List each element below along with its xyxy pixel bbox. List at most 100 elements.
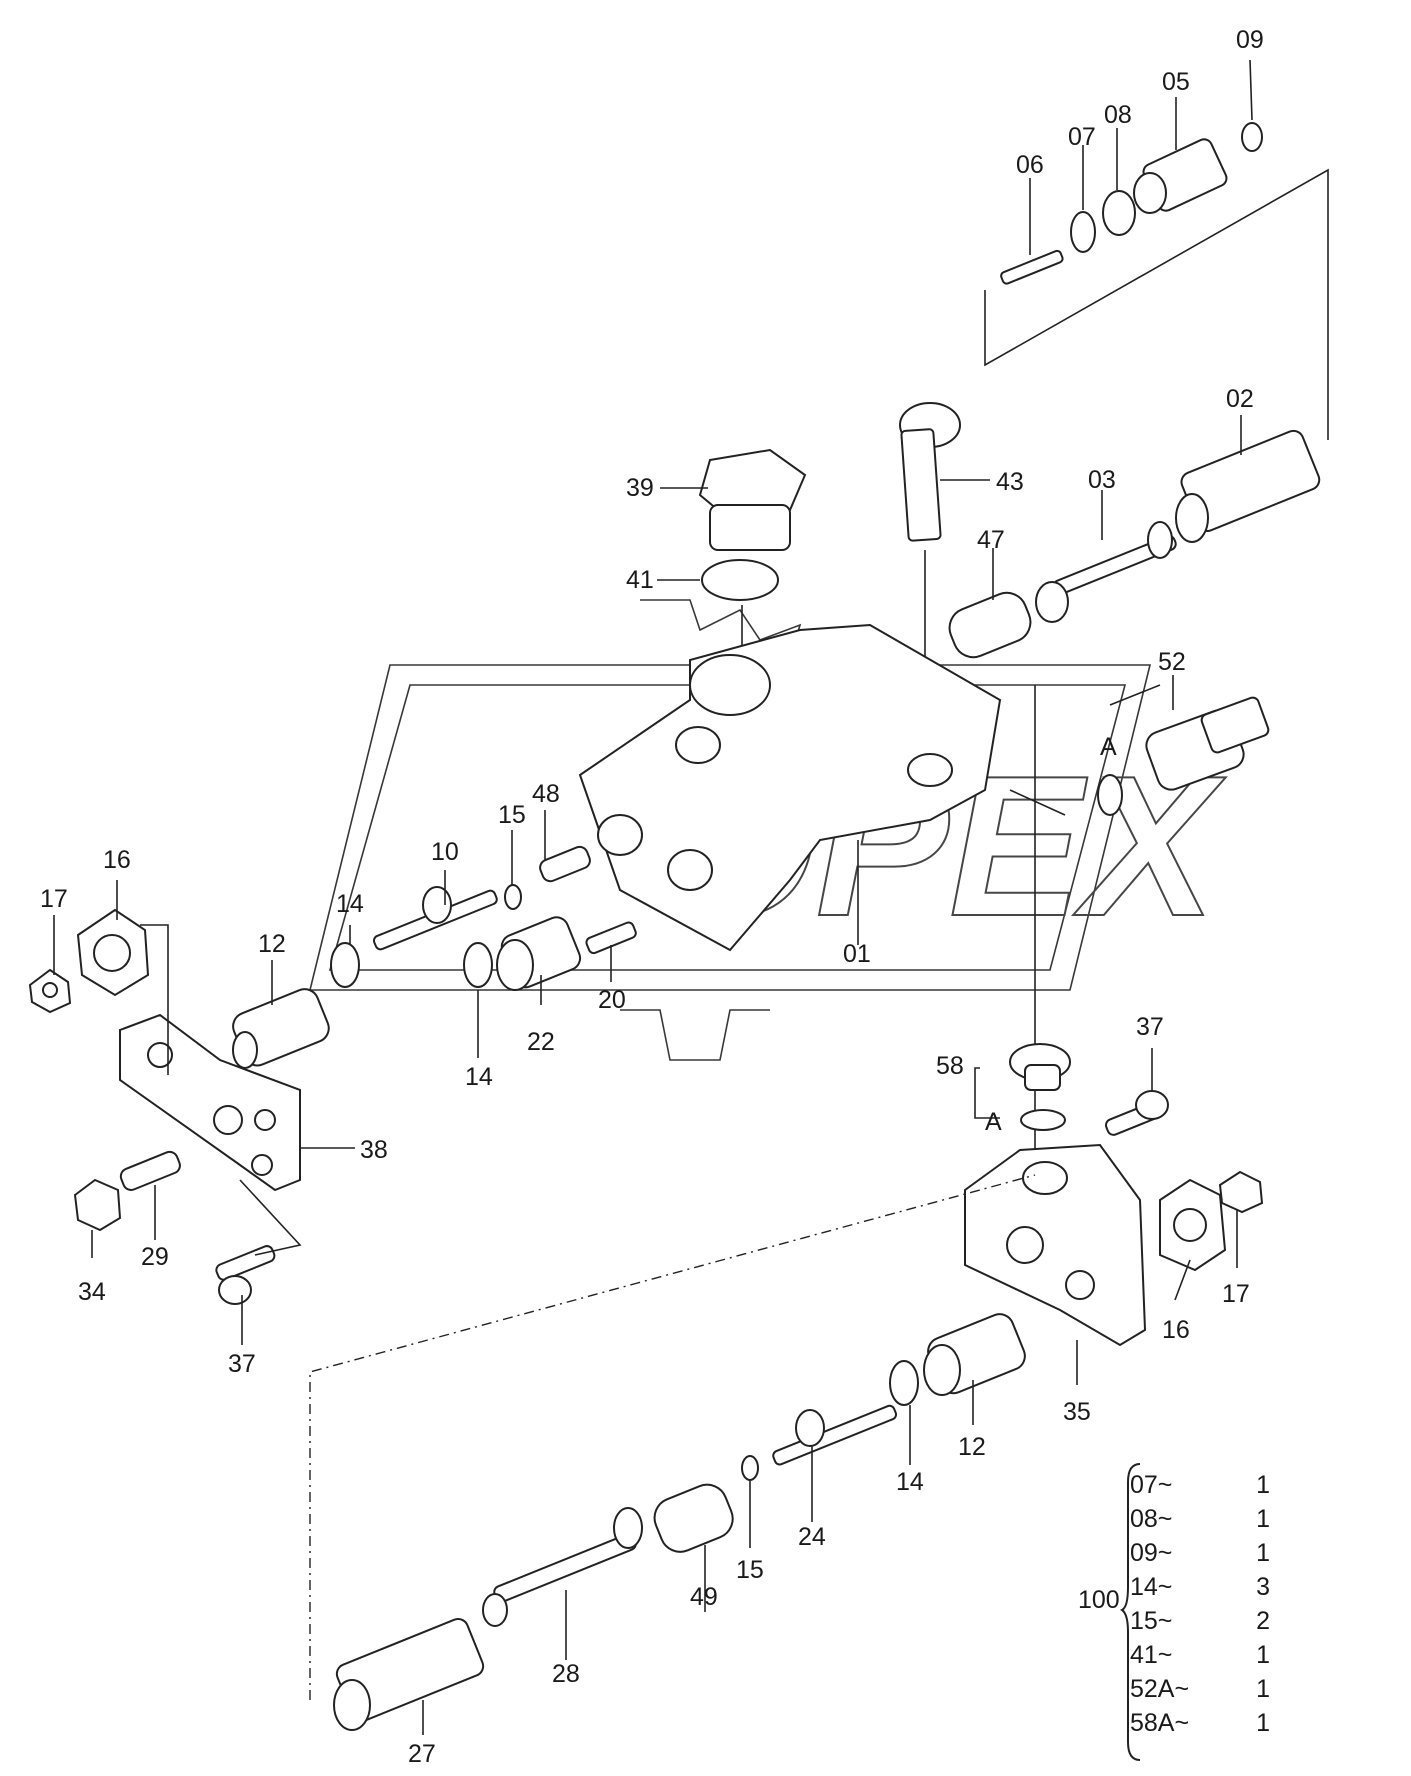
kit-item-qty: 1 [1256, 1641, 1270, 1669]
kit-item-part: 52A~ [1130, 1675, 1190, 1703]
nut-16b-shape [1159, 1178, 1227, 1272]
valve-body-01-shape [578, 623, 1002, 952]
label-part-38: 38 [360, 1136, 388, 1164]
kit-item-qty: 1 [1256, 1709, 1270, 1737]
ring-08-shape [1102, 190, 1136, 236]
nut-16a-shape [76, 908, 150, 997]
label-part-58: 58 [936, 1052, 964, 1080]
label-part-14-b: 14 [465, 1063, 493, 1091]
ring-15b-shape [741, 1455, 759, 1481]
label-part-27: 27 [408, 1740, 436, 1768]
spool-24-shape [772, 1404, 898, 1466]
plug-58-shape [1009, 1043, 1071, 1091]
kit-item-part: 15~ [1130, 1607, 1173, 1635]
kit-item-part: 41~ [1130, 1641, 1173, 1669]
pin-06-shape [1000, 249, 1064, 285]
spring-47-shape [948, 591, 1032, 659]
label-part-14-a: 14 [336, 890, 364, 918]
label-part-05: 05 [1162, 68, 1190, 96]
kit-item: 14~ 3 [1130, 1570, 1270, 1604]
ring-09-shape [1241, 122, 1263, 152]
ring-07-shape [1070, 211, 1096, 253]
label-part-39: 39 [626, 474, 654, 502]
label-part-17-b: 17 [1222, 1280, 1250, 1308]
bolt-37a-shape [215, 1245, 276, 1305]
kit-item-qty: 1 [1256, 1505, 1270, 1533]
spool-28-shape [482, 1507, 643, 1627]
label-part-24: 24 [798, 1523, 826, 1551]
sensor-52-shape [1097, 696, 1270, 816]
label-part-22: 22 [527, 1028, 555, 1056]
screw-29-shape [119, 1150, 181, 1191]
label-part-47: 47 [977, 526, 1005, 554]
sleeve-27-shape [333, 1617, 485, 1731]
label-part-08: 08 [1104, 101, 1132, 129]
label-part-41: 41 [626, 566, 654, 594]
label-part-01: 01 [843, 940, 871, 968]
label-part-16-b: 16 [1162, 1316, 1190, 1344]
nut-17b-shape [1218, 1170, 1264, 1214]
label-part-12-a: 12 [258, 930, 286, 958]
piston-22-shape [496, 916, 582, 991]
kit-item-part: 08~ [1130, 1505, 1173, 1533]
kit-item: 08~ 1 [1130, 1502, 1270, 1536]
kit-item-part: 07~ [1130, 1471, 1173, 1499]
label-part-49: 49 [690, 1583, 718, 1611]
ring-15-shape [504, 884, 522, 910]
label-part-29: 29 [141, 1243, 169, 1271]
sleeve-05-shape [1133, 138, 1228, 214]
kit-item-part: 58A~ [1130, 1709, 1190, 1737]
kit-item-part: 14~ [1130, 1573, 1173, 1601]
label-part-43: 43 [996, 468, 1024, 496]
nut-34-shape [73, 1178, 122, 1232]
kit-code: 100 [1078, 1586, 1120, 1614]
cover-35-shape [964, 1143, 1147, 1347]
kit-item: 07~ 1 [1130, 1468, 1270, 1502]
guide-line-52 [1009, 684, 1161, 1175]
label-part-28: 28 [552, 1660, 580, 1688]
label-part-06: 06 [1016, 151, 1044, 179]
label-part-48: 48 [532, 780, 560, 808]
guide-line-top [984, 168, 1329, 440]
plug-39-shape [698, 448, 807, 551]
oring-58a-shape [1020, 1109, 1066, 1131]
leader-lines [53, 59, 1253, 1735]
piston-20-shape [585, 921, 637, 955]
spool-10-shape [373, 886, 498, 951]
sleeve-02-shape [1175, 429, 1321, 543]
label-part-37-a: 37 [228, 1350, 256, 1378]
label-part-15-a: 15 [498, 801, 526, 829]
kit-item-qty: 3 [1256, 1573, 1270, 1601]
kit-item: 15~ 2 [1130, 1604, 1270, 1638]
cover-38-shape [119, 1013, 301, 1192]
kit-item-qty: 1 [1256, 1471, 1270, 1499]
label-part-03: 03 [1088, 466, 1116, 494]
kit-item: 09~1 [1130, 1536, 1270, 1570]
kit-brace [1120, 1463, 1141, 1761]
spring-49-shape [653, 1483, 734, 1553]
kit-item-qty: 2 [1256, 1607, 1270, 1635]
label-part-17-a: 17 [40, 885, 68, 913]
bolt-37b-shape [1104, 1090, 1169, 1136]
label-part-20: 20 [598, 986, 626, 1014]
spring-48-shape [539, 845, 591, 883]
oring-41-shape [701, 559, 779, 601]
label-part-15-b: 15 [736, 1556, 764, 1584]
label-part-A-top: A [1100, 733, 1117, 761]
kit-item: 58A~ 1 [1130, 1706, 1270, 1740]
label-part-02: 02 [1226, 385, 1254, 413]
label-part-09: 09 [1236, 26, 1264, 54]
label-part-37-b: 37 [1136, 1013, 1164, 1041]
label-part-34: 34 [78, 1278, 106, 1306]
oring-14c-shape [889, 1360, 919, 1406]
guide-line-left [140, 924, 302, 1256]
kit-item-qty: 1 [1256, 1539, 1270, 1567]
oring-14b-shape [463, 942, 493, 988]
kit-item: 41~ 1 [1130, 1638, 1270, 1672]
oring-14a-shape [330, 942, 360, 988]
label-part-14-c: 14 [896, 1468, 924, 1496]
plug-12a-shape [232, 988, 330, 1069]
nut-17a-shape [28, 968, 72, 1014]
